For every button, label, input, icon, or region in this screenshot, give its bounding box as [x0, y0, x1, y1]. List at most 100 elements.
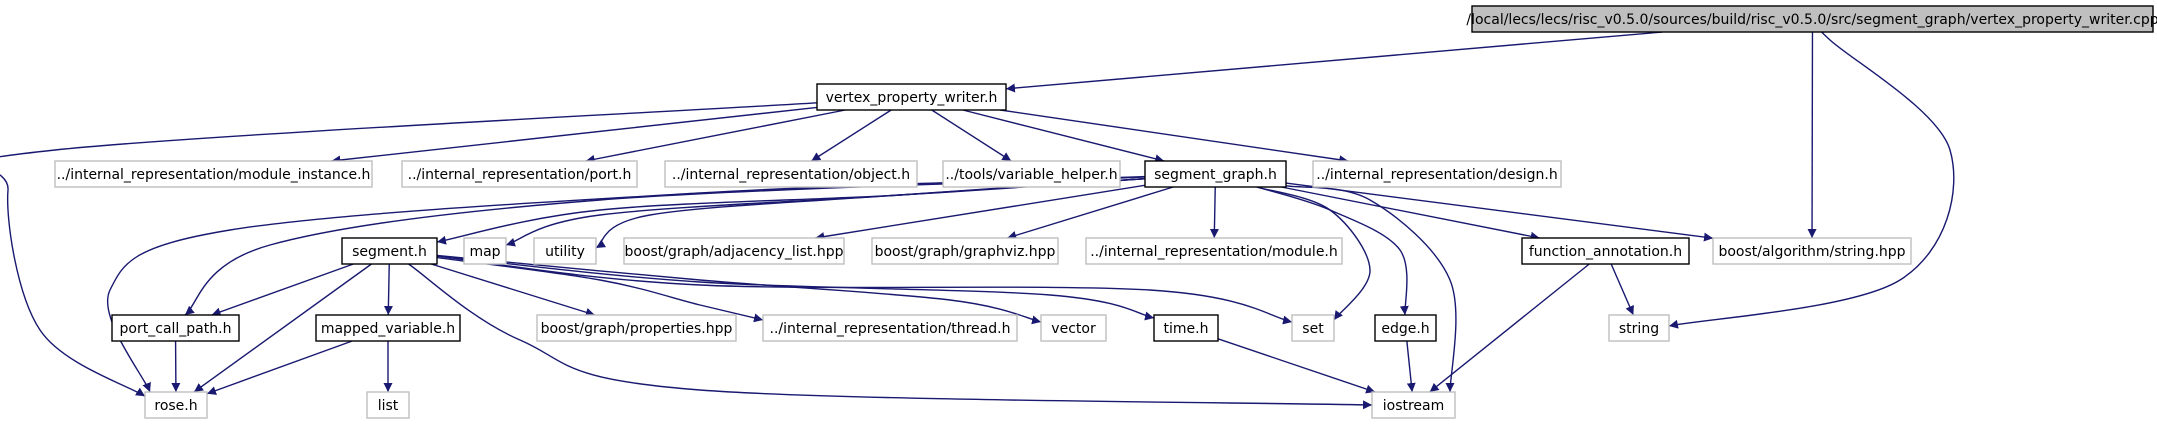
nodes: /local/lecs/lecs/risc_v0.5.0/sources/bui… [54, 5, 2157, 419]
node-box [816, 83, 1007, 111]
node-label: boost/graph/graphviz.hpp [875, 244, 1056, 260]
node-label: rose.h [154, 398, 197, 414]
node-label: set [1302, 321, 1324, 337]
node-time-h[interactable]: time.h [1153, 314, 1219, 342]
edge-segment_graph_h-to-rose_h [107, 175, 1146, 393]
edge-vpw_h-to-object_h [810, 109, 892, 162]
edge-vpw_h-to-variable_helper_h [931, 109, 1012, 162]
node-port-h: ../internal_representation/port.h [401, 160, 638, 188]
node-label: ../internal_representation/port.h [408, 167, 632, 183]
node-label: function_annotation.h [1529, 244, 1682, 260]
node-box [1153, 314, 1219, 342]
node-box [942, 160, 1121, 188]
node-port-call-path-h[interactable]: port_call_path.h [111, 314, 240, 342]
node-label: vertex_property_writer.h [826, 90, 998, 106]
node-vector: vector [1040, 314, 1107, 342]
node-label: boost/graph/properties.hpp [541, 321, 733, 337]
node-label: ../internal_representation/object.h [672, 167, 910, 183]
node-box [401, 160, 638, 188]
edge-segment_graph_h-to-graphviz [1007, 186, 1174, 240]
node-box [1608, 314, 1670, 342]
edge-segment_h-to-thread_h [436, 256, 764, 323]
node-label: vector [1051, 321, 1096, 337]
node-box [111, 314, 240, 342]
node-object-h: ../internal_representation/object.h [664, 160, 918, 188]
node-label: time.h [1164, 321, 1209, 337]
node-label: segment_graph.h [1154, 167, 1277, 183]
node-list: list [366, 391, 410, 419]
edge-vpw_h-to-port_h [585, 109, 846, 164]
node-properties: boost/graph/properties.hpp [536, 314, 737, 342]
node-variable-helper-h: ../tools/variable_helper.h [942, 160, 1121, 188]
node-label: iostream [1383, 398, 1445, 414]
node-edge-h[interactable]: edge.h [1374, 314, 1437, 342]
node-label: ../internal_representation/module.h [1090, 244, 1338, 260]
edge-segment_h-to-properties [430, 263, 596, 317]
node-box [1374, 314, 1437, 342]
node-label: ../internal_representation/thread.h [770, 321, 1011, 337]
node-segment-graph-h[interactable]: segment_graph.h [1144, 160, 1287, 188]
node-module-h: ../internal_representation/module.h [1085, 237, 1343, 265]
edge-segment_h-to-mapped_variable_h [383, 263, 393, 316]
edge-segment_graph_h-to-function_annotation_h [1281, 186, 1540, 241]
node-label: mapped_variable.h [321, 321, 455, 337]
node-box [536, 314, 737, 342]
node-label: list [378, 398, 399, 414]
node-mapped-variable-h[interactable]: mapped_variable.h [315, 314, 461, 342]
node-map: map [463, 237, 507, 265]
edge-vpw_h-to-design_h [1000, 109, 1349, 165]
node-box [1371, 391, 1456, 419]
edge-function_annotation_h-to-string [1610, 263, 1634, 316]
node-box [1291, 314, 1335, 342]
edge-vpw_h-to-segment_graph_h [962, 109, 1165, 164]
node-box [762, 314, 1018, 342]
node-box [1040, 314, 1107, 342]
node-box [1312, 160, 1562, 188]
node-adjacency-list: boost/graph/adjacency_list.hpp [623, 237, 845, 265]
node-vpw-h[interactable]: vertex_property_writer.h [816, 83, 1007, 111]
edge-time_h-to-iostream [1217, 338, 1376, 394]
node-box [341, 237, 438, 265]
node-box [315, 314, 461, 342]
node-label: ../internal_representation/design.h [1316, 167, 1558, 183]
node-label: map [469, 244, 500, 260]
edge-vpw_h-to-rose_h [0, 102, 818, 397]
node-box [533, 237, 597, 265]
edge-root-to-vpw_h [1005, 31, 1663, 93]
edge-segment_h-to-iostream [408, 263, 1373, 410]
node-segment-h[interactable]: segment.h [341, 237, 438, 265]
node-set: set [1291, 314, 1335, 342]
node-box [144, 391, 208, 419]
node-root[interactable]: /local/lecs/lecs/risc_v0.5.0/sources/bui… [1466, 5, 2157, 33]
node-label: port_call_path.h [120, 321, 232, 337]
node-label: ../tools/variable_helper.h [945, 167, 1117, 183]
node-utility: utility [533, 237, 597, 265]
node-label: edge.h [1381, 321, 1429, 337]
edge-segment_h-to-rose_h [193, 263, 372, 393]
edge-segment_graph_h-to-edge_h [1256, 186, 1409, 316]
edge-edge_h-to-iostream [1406, 340, 1416, 393]
node-box [1521, 237, 1690, 265]
node-label: string [1619, 321, 1659, 337]
edge-segment_graph_h-to-module_h [1209, 186, 1219, 239]
edge-mapped_variable_h-to-rose_h [206, 340, 353, 395]
edge-function_annotation_h-to-iostream [1429, 263, 1590, 393]
edge-segment_h-to-set [436, 255, 1293, 325]
edge-segment_graph_h-to-set [1256, 186, 1371, 321]
node-label: boost/algorithm/string.hpp [1718, 244, 1905, 260]
node-box [1144, 160, 1287, 188]
edge-vpw_h-to-module_instance_h [331, 106, 818, 165]
node-box [1471, 5, 2154, 33]
node-label: utility [545, 244, 585, 260]
node-box [664, 160, 918, 188]
node-label: boost/graph/adjacency_list.hpp [625, 244, 844, 260]
node-label: ../internal_representation/module_instan… [57, 167, 371, 183]
node-box [463, 237, 507, 265]
node-function-annotation-h[interactable]: function_annotation.h [1521, 237, 1690, 265]
node-design-h: ../internal_representation/design.h [1312, 160, 1562, 188]
node-string: string [1608, 314, 1670, 342]
node-box [1712, 237, 1912, 265]
edge-segment_graph_h-to-adjacency_list [815, 184, 1146, 242]
node-box [871, 237, 1059, 265]
node-thread-h: ../internal_representation/thread.h [762, 314, 1018, 342]
